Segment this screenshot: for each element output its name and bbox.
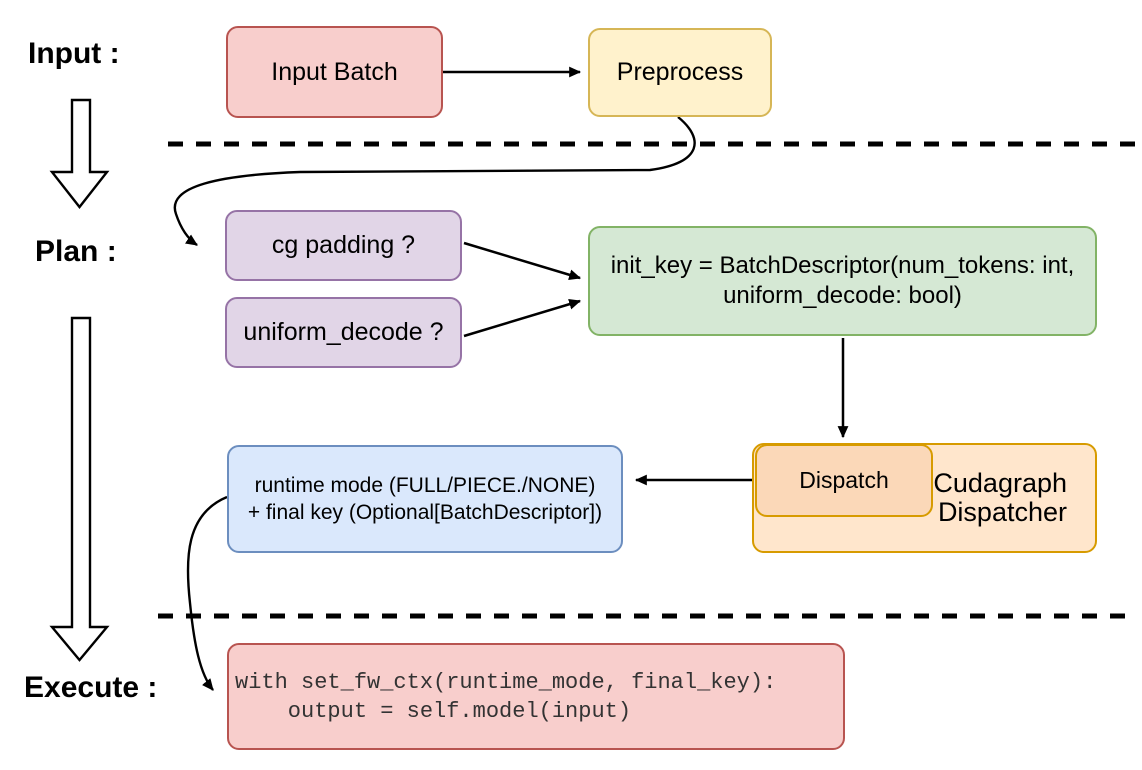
execute-code-line1: with set_fw_ctx(runtime_mode, final_key)… [235,669,777,695]
edge-uniformdecode-initkey [463,298,582,338]
node-input-batch-label: Input Batch [271,57,398,86]
stage-label-input: Input : [28,37,120,70]
edge-runtime-executecode [186,495,228,691]
node-uniform-decode: uniform_decode ? [225,297,462,368]
node-execute-code: with set_fw_ctx(runtime_mode, final_key)… [227,643,845,750]
node-uniform-decode-label: uniform_decode ? [243,318,444,346]
node-cg-padding: cg padding ? [225,210,462,281]
node-runtime-result: runtime mode (FULL/PIECE./NONE) + final … [227,445,623,553]
node-init-key-line2: uniform_decode: bool) [723,282,962,309]
node-init-key: init_key = BatchDescriptor(num_tokens: i… [588,226,1097,336]
node-dispatch: Dispatch [755,444,933,517]
node-cudagraph-line2: Dispatcher [937,497,1067,527]
stage-label-execute: Execute : [24,671,158,704]
node-cudagraph-line1: Cudagraph [933,468,1067,498]
edge-cgpadding-initkey [463,241,582,281]
node-cg-padding-label: cg padding ? [271,231,416,259]
down-arrow-outline-long-icon [49,316,110,662]
node-preprocess-label: Preprocess [616,58,744,86]
down-arrow-outline-icon [49,98,110,209]
execute-code-line2: output = self.model(input) [235,698,632,724]
node-preprocess: Preprocess [588,28,772,117]
node-input-batch: Input Batch [226,26,443,118]
node-runtime-line1: runtime mode (FULL/PIECE./NONE) [254,474,596,497]
node-runtime-line2: + final key (Optional[BatchDescriptor]) [247,501,603,524]
node-dispatch-label: Dispatch [799,467,889,493]
stage-label-plan: Plan : [35,235,117,268]
edge-preprocess-cgpadding [173,116,696,246]
node-init-key-line1: init_key = BatchDescriptor(num_tokens: i… [610,252,1075,279]
